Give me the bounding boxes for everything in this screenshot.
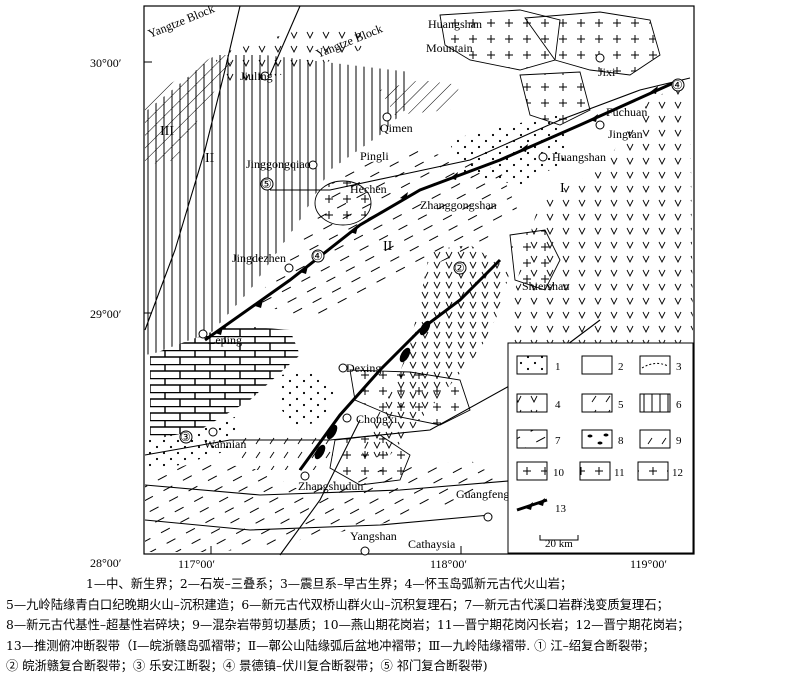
caption-line-1: 1—中、新生界；2—石炭–三叠系；3—震旦系–早古生界；4—怀玉岛弧新元古代火山… [86, 577, 573, 591]
label-fuchuan: Fuchuan [606, 105, 647, 119]
label-jingdezhen: Jingdezhen [232, 251, 286, 265]
zone-label-i: I [560, 181, 565, 196]
label-cathaysia: Cathaysia [408, 537, 456, 551]
subduction-belt [204, 78, 681, 471]
label-jiuling: Jiuling [240, 69, 273, 83]
unit-diagonal-hatch [145, 55, 235, 165]
unit-granite-3 [519, 71, 591, 126]
legend-num-13: 13 [555, 503, 567, 515]
lat-label-29: 29°00′ [90, 307, 122, 321]
lon-label-119: 119°00′ [630, 557, 667, 571]
label-guangfeng: Guangfeng [456, 487, 509, 501]
geological-map: 30°00′ 29°00′ 28°00′ 117°00′ 118°00′ 119… [90, 1, 695, 571]
unit-north-hatch [380, 80, 460, 115]
fault-5: ⑤ [261, 177, 272, 191]
legend-num-7: 7 [555, 435, 561, 447]
label-huangshan-mountain-2: Mountain [426, 41, 473, 55]
fault-4-east: ④ [672, 78, 683, 92]
label-chongxi: Chongxi [356, 412, 398, 426]
label-shiershan: Shiershan [522, 279, 569, 293]
figure-caption: 1—中、新生界；2—石炭–三叠系；3—震旦系–早古生界；4—怀玉岛弧新元古代火山… [6, 574, 806, 677]
legend-num-8: 8 [618, 435, 624, 447]
lat-label-28: 28°00′ [90, 556, 122, 570]
legend-num-5: 5 [618, 399, 624, 411]
unit-jixi-granite [524, 11, 661, 76]
zone-label-ii-west: II [205, 151, 215, 166]
legend-num-3: 3 [676, 361, 682, 373]
unit-southwest-dots [145, 415, 240, 470]
unit-wannian-carbonate [150, 325, 300, 440]
label-pingli: Pingli [360, 149, 389, 163]
legend-num-1: 1 [555, 361, 561, 373]
caption-line-2: 5—九岭陆缘青白口纪晚期火山–沉积建造；6—新元古代双桥山群火山–沉积复理石；7… [6, 597, 669, 612]
zone-label-iii: III [160, 124, 174, 139]
fault-2: ② [454, 261, 465, 275]
fault-lines [144, 5, 691, 556]
fault-number-markers: ④ ② ⑤ ③ ④ [179, 78, 685, 444]
unit-shiershan-granite [509, 229, 561, 291]
unit-hechen-granite [314, 180, 372, 226]
label-dexing: Dexing [346, 361, 381, 375]
caption-line-4: 13—推测俯冲断裂带（Ⅰ—皖浙赣岛弧褶带；Ⅱ—鄣公山陆缘弧后盆地冲褶带；Ⅲ—九岭… [6, 638, 655, 653]
label-leping: Leping [208, 333, 242, 347]
scale-bar-label: 20 km [545, 538, 573, 550]
caption-line-3: 8—新元古代基性–超基性岩碎块；9—混杂岩带剪切基质；10—燕山期花岗岩；11—… [6, 618, 690, 633]
legend: 1 2 3 4 5 6 7 8 9 10 11 12 13 20 km [507, 342, 694, 554]
label-zhangshudun: Zhangshudun [298, 479, 363, 493]
unit-jiuling-volcanic [215, 25, 375, 85]
legend-num-12: 12 [672, 467, 683, 479]
lon-label-118: 118°00′ [430, 557, 467, 571]
legend-num-9: 9 [676, 435, 682, 447]
label-yangshan: Yangshan [350, 529, 397, 543]
label-qimen: Qimen [380, 121, 413, 135]
unit-central-flysch [255, 150, 520, 320]
label-huangshan: Huangshan [552, 150, 606, 164]
legend-num-4: 4 [555, 399, 561, 411]
label-jingtan: Jingtan [608, 127, 643, 141]
unit-dexing-dots [278, 372, 335, 428]
legend-num-2: 2 [618, 361, 624, 373]
label-zhanggongshan: Zhanggongshan [420, 198, 497, 212]
label-huangshan-mountain-1: Huangshan [428, 17, 482, 31]
zone-label-ii-central: II [383, 239, 393, 254]
lat-label-30: 30°00′ [90, 56, 122, 70]
legend-num-6: 6 [676, 399, 682, 411]
place-markers [198, 53, 605, 556]
lon-label-117: 117°00′ [178, 557, 215, 571]
legend-num-10: 10 [553, 467, 565, 479]
label-hechen: Hechen [350, 182, 387, 196]
unit-chongxi-granite [349, 369, 471, 426]
unit-vertical-hatch [145, 55, 410, 355]
fault-3: ③ [180, 430, 191, 444]
fault-4-west: ④ [312, 249, 323, 263]
caption-line-5: ② 皖浙赣复合断裂带；③ 乐安江断裂；④ 景德镇–伏川复合断裂带；⑤ 祁门复合断… [6, 659, 488, 674]
label-wannian: Wannian [204, 437, 246, 451]
label-jinggongqiao: Jinggongqiao [246, 157, 311, 171]
label-jixi: Jixi [598, 65, 616, 79]
legend-num-11: 11 [614, 467, 625, 479]
